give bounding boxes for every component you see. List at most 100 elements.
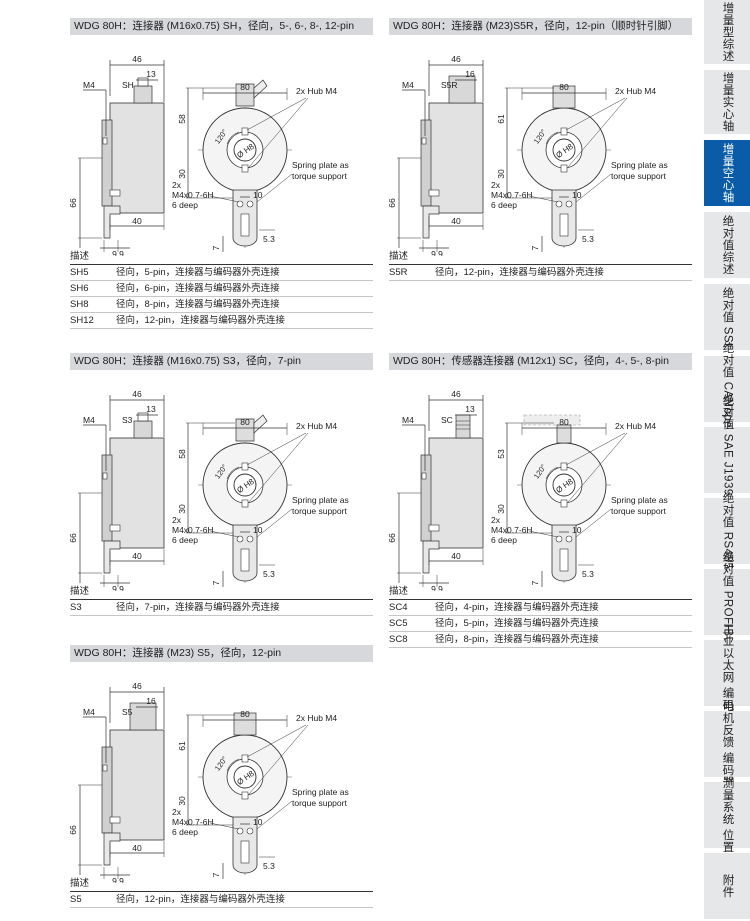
dimension-height-top: 58	[177, 449, 187, 459]
plate-hole-right	[246, 827, 254, 835]
dimension-7: 7	[530, 580, 540, 585]
sidebar-tab-incremental-solid-shaft[interactable]: 增量实心轴	[704, 70, 750, 134]
leader-line	[248, 432, 309, 503]
hub-screw-top	[560, 127, 568, 136]
encoder-body-side	[109, 102, 165, 214]
spring-plate-label-line2: torque support	[611, 171, 666, 181]
connector-front	[235, 418, 255, 442]
drawing-panel-sh: WDG 80H：连接器 (M16x0.75) SH，径向，5-, 6-, 8-,…	[70, 18, 373, 329]
plate-hole-left	[236, 200, 244, 208]
spring-plate-side	[422, 540, 440, 574]
leader-line	[209, 195, 240, 203]
connector-code-label: S5	[122, 707, 133, 717]
thread-note-line1: 2x	[491, 180, 501, 190]
connector-side	[129, 702, 157, 731]
hub-screw-top	[241, 127, 249, 136]
thread-label-m4: M4	[402, 80, 414, 90]
hub-screw-label: 2x Hub M4	[615, 421, 656, 431]
clamp-screw	[109, 524, 121, 532]
clamp-screw	[428, 524, 440, 532]
dimension-height-top: 61	[496, 114, 506, 124]
dimension-30: 30	[496, 504, 506, 514]
dimension-connector-width: 16	[465, 69, 475, 79]
dimension-7: 7	[530, 245, 540, 250]
sidebar-tab-absolute-profibus[interactable]: 绝对值 PROFIBUS	[704, 551, 750, 653]
dimension-66: 66	[70, 533, 78, 543]
leader-line	[256, 800, 293, 830]
sidebar-tab-absolute-sae-j1939[interactable]: 绝对值 SAE J1939 CAN	[704, 394, 750, 526]
set-screw	[421, 472, 427, 480]
connector-side	[133, 85, 153, 104]
dimension-66: 66	[70, 825, 78, 835]
angle-arc	[226, 758, 240, 772]
sidebar-tab-incremental-overview[interactable]: 增量型综述	[704, 0, 750, 64]
dimension-connector-width: 13	[465, 404, 475, 414]
dimension-5-3: 5.3	[582, 569, 594, 579]
spring-plate-label-line1: Spring plate as	[292, 160, 349, 170]
sidebar-tab-position-measurement[interactable]: 测量系统 位置	[704, 777, 750, 853]
plate-hole-left	[236, 535, 244, 543]
dimension-40: 40	[132, 216, 142, 226]
hub-screw-bottom	[241, 164, 249, 173]
sidebar-tab-absolute-overview[interactable]: 绝对值综述	[704, 212, 750, 278]
spring-plate-label-line2: torque support	[292, 798, 347, 808]
sidebar-tab-absolute-rs485[interactable]: 绝对值 RS485	[704, 492, 750, 570]
thread-note-line1: 2x	[491, 515, 501, 525]
dimension-height-top: 58	[177, 114, 187, 124]
thread-note-line2: M4x0.7-6H	[491, 525, 533, 535]
connector-pins-side	[137, 77, 149, 87]
thread-note-line3: 6 deep	[491, 200, 517, 210]
thread-note-line3: 6 deep	[491, 535, 517, 545]
clamp-screw	[109, 189, 121, 197]
spring-plate-label-line2: torque support	[292, 171, 347, 181]
plate-hole-left	[555, 200, 563, 208]
dimension-46: 46	[451, 389, 461, 399]
sidebar-tab-incremental-hollow-shaft[interactable]: 增量空心轴	[704, 140, 750, 206]
dimension-10: 10	[572, 190, 582, 200]
thread-label-m4: M4	[402, 415, 414, 425]
dimension-7: 7	[211, 245, 221, 250]
clamp-screw	[109, 816, 121, 824]
dimension-5-3: 5.3	[263, 569, 275, 579]
plate-hole-right	[246, 535, 254, 543]
cable-outlet-front	[253, 414, 268, 434]
leader-line	[565, 432, 626, 466]
leader-line	[209, 530, 240, 538]
sidebar-tab-accessories[interactable]: 附件	[704, 853, 750, 919]
dimension-connector-width: 16	[146, 696, 156, 706]
hub-screw-bottom	[560, 164, 568, 173]
spring-plate-label-line1: Spring plate as	[292, 787, 349, 797]
connector-front	[235, 83, 255, 107]
spring-plate-side	[103, 832, 121, 866]
connector-outline-front	[523, 414, 581, 426]
sidebar-tab-absolute-ssi[interactable]: 绝对值 SSI	[704, 284, 750, 350]
section-sidebar: 增量型综述 增量实心轴 增量空心轴 绝对值综述 绝对值 SSI 绝对值 CANo…	[704, 0, 750, 921]
hub-screw-label: 2x Hub M4	[296, 713, 337, 723]
spring-plate-label-line2: torque support	[292, 506, 347, 516]
thread-note-line3: 6 deep	[172, 200, 198, 210]
connector-side	[133, 420, 153, 439]
dimension-46: 46	[451, 54, 461, 64]
legend-header: 描述	[70, 250, 373, 265]
dimension-80: 80	[240, 709, 250, 719]
connector-code-label: S5R	[441, 80, 458, 90]
thread-note-line3: 6 deep	[172, 827, 198, 837]
plate-slot	[559, 213, 569, 237]
dimension-30: 30	[177, 796, 187, 806]
sidebar-tab-absolute-canopen[interactable]: 绝对值 CANopen	[704, 342, 750, 436]
sidebar-tab-industrial-ethernet[interactable]: 工业以太网 编码器	[704, 623, 750, 723]
sidebar-tab-motor-feedback[interactable]: 电机反馈 编码器	[704, 700, 750, 788]
angle-arc	[226, 131, 240, 145]
dimension-30: 30	[177, 504, 187, 514]
